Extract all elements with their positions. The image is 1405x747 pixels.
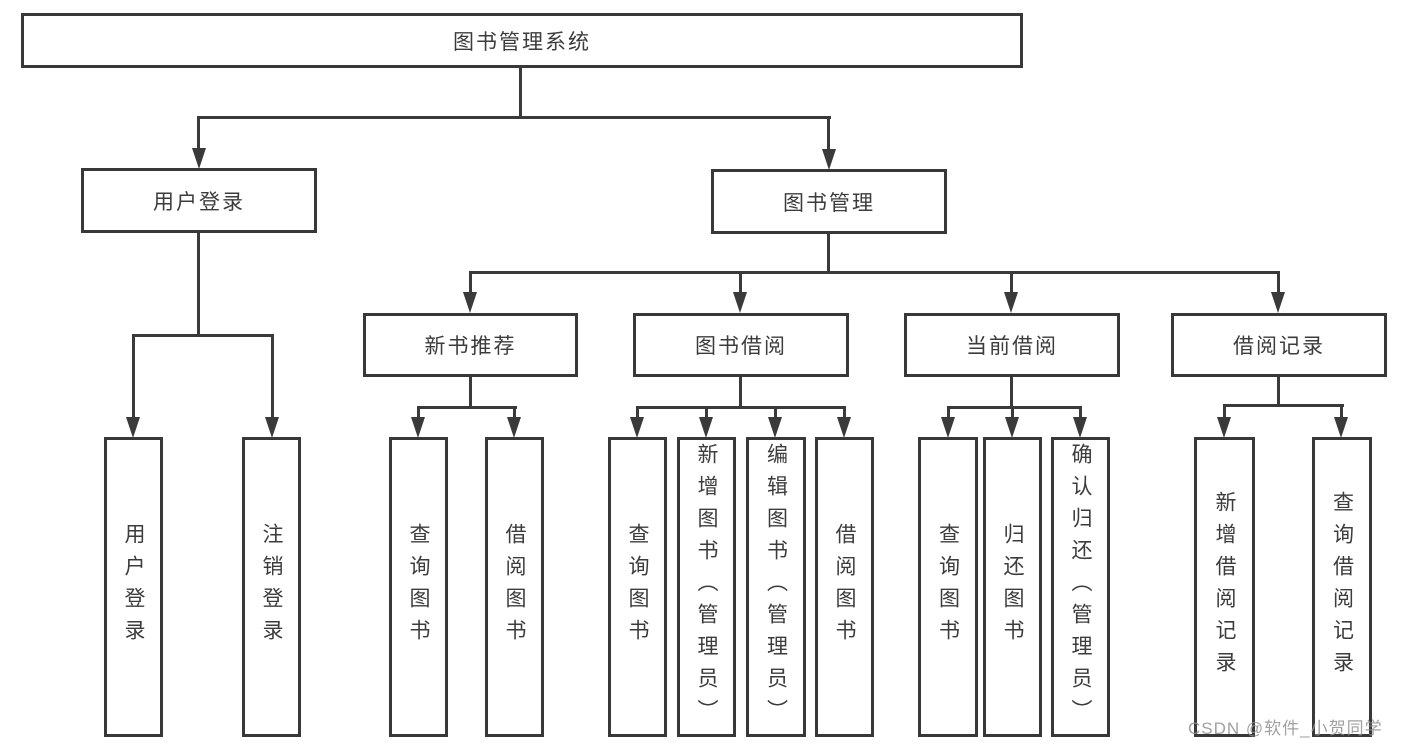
leaf-query-book-recommend-label: 查询图书 xyxy=(407,523,430,651)
connector-line xyxy=(827,234,830,274)
node-book-management: 图书管理 xyxy=(711,169,947,234)
connector-line xyxy=(636,406,639,419)
arrowhead-down-icon xyxy=(126,417,140,438)
connector-line xyxy=(947,406,950,419)
leaf-query-book-current: 查询图书 xyxy=(918,437,978,737)
node-current-borrow: 当前借阅 xyxy=(904,313,1120,377)
connector-line xyxy=(469,271,472,293)
arrowhead-down-icon xyxy=(192,148,206,169)
arrowhead-down-icon xyxy=(1271,292,1285,313)
leaf-borrow-book-recommend: 借阅图书 xyxy=(485,437,544,737)
leaf-edit-book-admin-label: 编辑图书（管理员） xyxy=(764,443,788,731)
arrowhead-down-icon xyxy=(699,417,713,438)
leaf-user-login: 用户登录 xyxy=(104,437,163,737)
connector-line xyxy=(739,271,742,293)
arrowhead-down-icon xyxy=(941,417,955,438)
arrowhead-down-icon xyxy=(507,417,521,438)
connector-line xyxy=(739,377,742,408)
connector-line xyxy=(132,334,274,337)
connector-line xyxy=(271,334,274,418)
arrowhead-down-icon xyxy=(1004,292,1018,313)
leaf-confirm-return-admin-label: 确认归还（管理员） xyxy=(1069,443,1092,731)
arrowhead-down-icon xyxy=(1217,417,1231,438)
arrowhead-down-icon xyxy=(1005,417,1019,438)
node-user-login: 用户登录 xyxy=(81,168,317,233)
leaf-borrow-book-borrow: 借阅图书 xyxy=(815,437,874,737)
leaf-logout-label: 注销登录 xyxy=(260,523,283,651)
arrowhead-down-icon xyxy=(1073,417,1087,438)
node-new-book-recommend: 新书推荐 xyxy=(363,313,578,377)
leaf-query-borrow-record-label: 查询借阅记录 xyxy=(1330,491,1354,683)
leaf-edit-book-admin: 编辑图书（管理员） xyxy=(746,437,806,737)
leaf-query-book-borrow-label: 查询图书 xyxy=(626,523,649,651)
connector-line xyxy=(1010,271,1013,293)
connector-line xyxy=(197,116,831,119)
leaf-query-book-borrow: 查询图书 xyxy=(608,437,667,737)
arrowhead-down-icon xyxy=(1334,417,1348,438)
connector-line xyxy=(470,271,1280,274)
leaf-add-book-admin-label: 新增图书（管理员） xyxy=(695,443,718,731)
leaf-add-borrow-record-label: 新增借阅记录 xyxy=(1213,491,1236,683)
connector-line xyxy=(469,377,472,408)
leaf-return-book-label: 归还图书 xyxy=(1001,523,1024,651)
leaf-return-book: 归还图书 xyxy=(983,437,1042,737)
connector-line xyxy=(519,68,522,118)
leaf-logout: 注销登录 xyxy=(242,437,301,737)
connector-line xyxy=(636,406,846,409)
leaf-query-book-current-label: 查询图书 xyxy=(936,523,960,651)
arrowhead-down-icon xyxy=(733,292,747,313)
node-borrow-records: 借阅记录 xyxy=(1171,313,1387,377)
connector-line xyxy=(1277,271,1280,293)
connector-line xyxy=(513,406,516,419)
connector-line xyxy=(417,406,420,419)
arrowhead-down-icon xyxy=(822,149,836,170)
leaf-borrow-book-borrow-label: 借阅图书 xyxy=(833,523,856,651)
connector-line xyxy=(947,406,1082,409)
leaf-query-book-recommend: 查询图书 xyxy=(389,437,448,737)
connector-line xyxy=(774,406,777,419)
leaf-confirm-return-admin: 确认归还（管理员） xyxy=(1051,437,1110,737)
arrowhead-down-icon xyxy=(768,417,782,438)
arrowhead-down-icon xyxy=(411,417,425,438)
connector-line xyxy=(132,334,135,418)
leaf-add-book-admin: 新增图书（管理员） xyxy=(677,437,736,737)
connector-line xyxy=(417,406,517,409)
arrowhead-down-icon xyxy=(463,292,477,313)
node-root: 图书管理系统 xyxy=(21,13,1023,68)
arrowhead-down-icon xyxy=(837,417,851,438)
connector-line xyxy=(1223,404,1344,407)
connector-line xyxy=(1277,377,1280,406)
connector-line xyxy=(1010,377,1013,408)
arrowhead-down-icon xyxy=(630,417,644,438)
csdn-watermark: CSDN @软件_小贺同学 xyxy=(1188,719,1383,738)
connector-line xyxy=(827,116,830,150)
leaf-add-borrow-record: 新增借阅记录 xyxy=(1194,437,1255,737)
leaf-query-borrow-record: 查询借阅记录 xyxy=(1312,437,1372,737)
arrowhead-down-icon xyxy=(265,417,279,438)
connector-line xyxy=(705,406,708,419)
connector-line xyxy=(843,406,846,419)
connector-line xyxy=(1079,406,1082,419)
leaf-borrow-book-recommend-label: 借阅图书 xyxy=(503,523,526,651)
connector-line xyxy=(1223,404,1226,419)
leaf-user-login-label: 用户登录 xyxy=(122,523,145,651)
connector-line xyxy=(1340,404,1343,419)
connector-line xyxy=(197,116,200,150)
connector-line xyxy=(197,233,200,337)
connector-line xyxy=(1011,406,1014,419)
node-book-borrow: 图书借阅 xyxy=(633,313,849,377)
